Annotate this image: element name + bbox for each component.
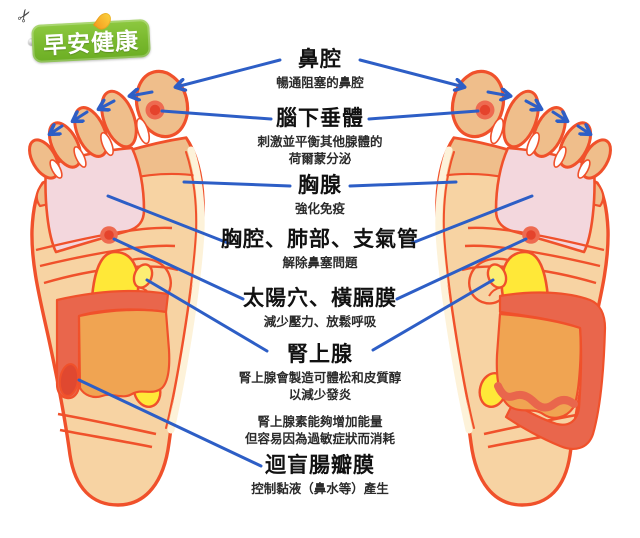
connector-nasal-right — [358, 58, 464, 87]
connector-adrenal-right — [371, 278, 495, 352]
logo-tag: 早安健康 — [31, 10, 151, 64]
connector-nasal-left — [176, 58, 282, 87]
connector-pituitary-left — [160, 109, 273, 121]
connector-lines — [50, 58, 590, 468]
right-foot — [437, 66, 617, 505]
connector-thymus-left — [182, 180, 292, 188]
connector-ileocecal-left — [77, 378, 263, 468]
left-foot — [24, 66, 204, 505]
connector-pituitary-right — [367, 109, 480, 121]
connector-adrenal-left — [145, 278, 269, 353]
connector-chest-left — [106, 194, 230, 245]
connector-temples-left — [112, 237, 245, 301]
connector-thymus-right — [348, 180, 458, 188]
connector-temples-right — [395, 237, 528, 301]
morning-health-logo: ✂ 早安健康 — [8, 4, 168, 74]
connector-chest-right — [410, 194, 534, 245]
logo-text: 早安健康 — [42, 27, 140, 59]
scissors-icon: ✂ — [12, 4, 37, 27]
